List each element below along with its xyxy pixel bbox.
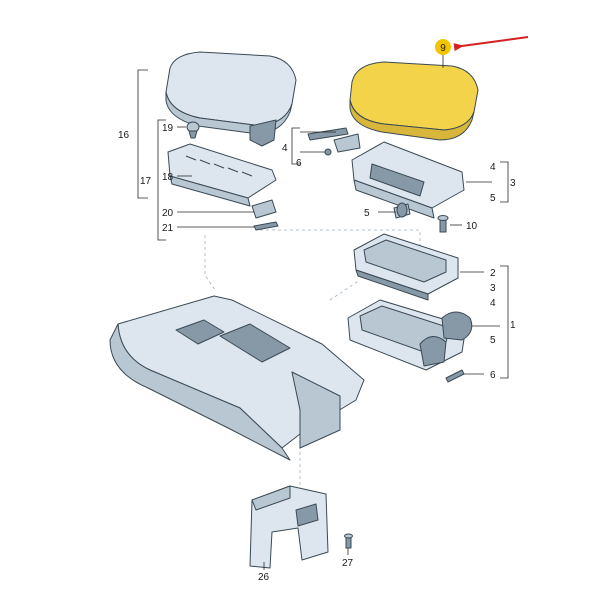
callout-4-right: 4	[490, 162, 496, 173]
callout-5-lower: 5	[490, 335, 496, 346]
lower-bracket-part-26	[249, 485, 329, 569]
callout-27: 27	[342, 558, 354, 569]
callout-labels: 9 16 17 19 18 20 21 4 6 4 3 5 5 10 2 3 4…	[118, 43, 516, 583]
callout-6-upper: 6	[296, 158, 302, 169]
lid-cover-part-9	[349, 61, 479, 141]
bracket-part-21	[253, 221, 279, 231]
callout-6-lower: 6	[490, 370, 496, 381]
clip-part-19	[186, 121, 200, 139]
highlight-badge	[435, 39, 451, 55]
pin-part-6	[445, 369, 465, 383]
callout-16: 16	[118, 130, 130, 141]
hinge-mechanism-part-3	[351, 141, 465, 219]
callout-5-right: 5	[490, 193, 496, 204]
hinge-hardware-part-4	[307, 127, 361, 156]
callout-1: 1	[510, 320, 516, 331]
callout-19: 19	[162, 123, 174, 134]
callout-20: 20	[162, 208, 174, 219]
armrest-lid-part-16	[165, 51, 297, 147]
highlight-arrow	[453, 36, 529, 52]
lid-frame-part-18	[167, 143, 277, 207]
bracket-part-20	[251, 199, 277, 219]
leader-lines	[137, 55, 509, 570]
callout-17: 17	[140, 176, 152, 187]
callout-4-lower: 4	[490, 298, 496, 309]
center-console-body	[109, 295, 365, 461]
callout-9: 9	[440, 43, 446, 54]
callout-2: 2	[490, 268, 496, 279]
callout-5-screw: 5	[364, 208, 370, 219]
callout-21: 21	[162, 223, 174, 234]
screw-part-5	[393, 202, 411, 219]
storage-tray-part-2	[353, 233, 459, 301]
callout-4-upper: 4	[282, 143, 288, 154]
screw-part-27	[344, 533, 353, 549]
callout-26: 26	[258, 572, 270, 583]
bolt-part-10	[437, 215, 449, 233]
console-insert-part-1	[347, 299, 473, 371]
callout-10: 10	[466, 221, 478, 232]
callout-3-lower: 3	[490, 283, 496, 294]
callout-3: 3	[510, 178, 516, 189]
callout-18: 18	[162, 172, 174, 183]
